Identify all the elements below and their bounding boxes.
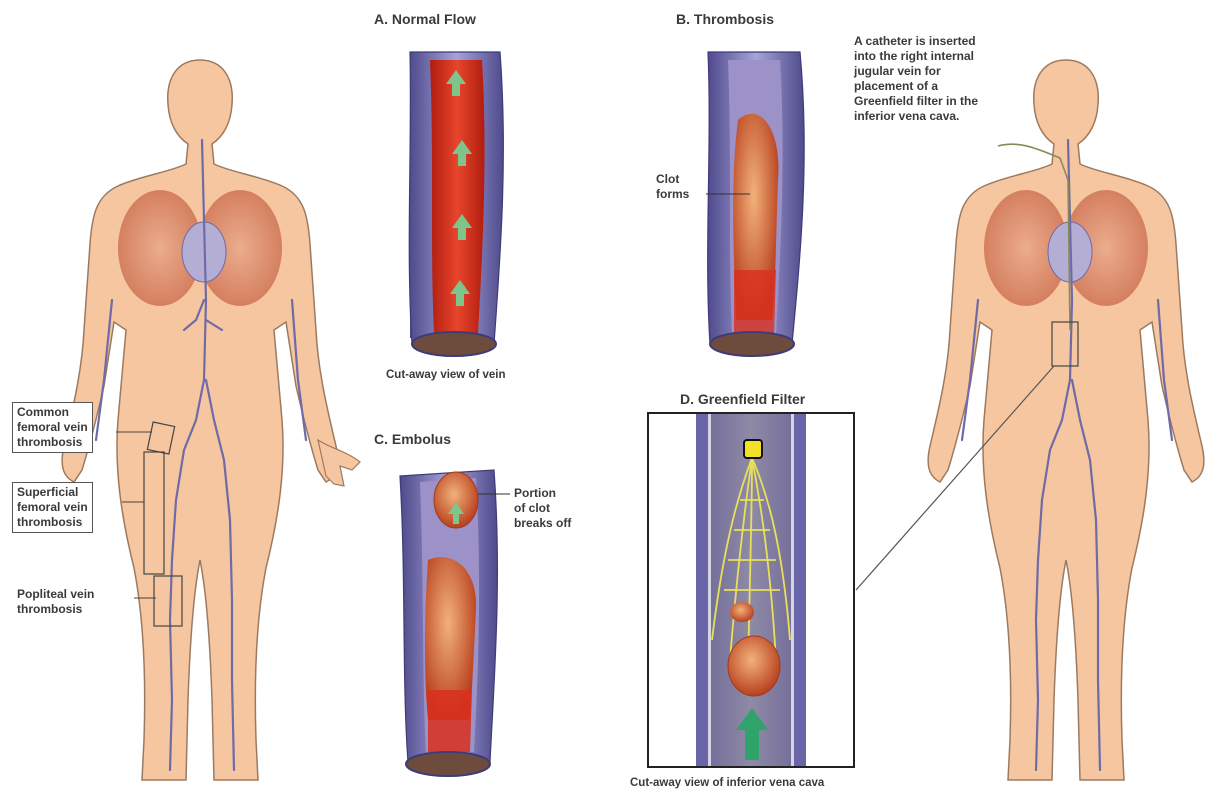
left-label-pointers	[0, 0, 1225, 793]
